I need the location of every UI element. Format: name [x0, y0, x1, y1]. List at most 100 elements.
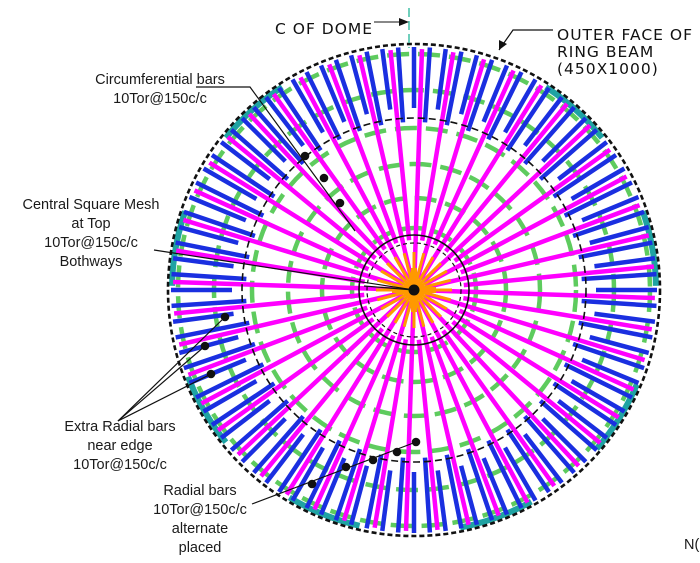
radial-bar [403, 301, 416, 531]
extra-radial-bar [175, 320, 250, 340]
arrowhead [499, 40, 507, 50]
extra-radial-bar [594, 256, 656, 269]
central-mesh-leader [153, 249, 415, 291]
radial-bar [200, 293, 405, 406]
radial-bar [418, 84, 544, 282]
extra-bars-limit-circle [241, 117, 587, 463]
radial-bar [453, 147, 612, 263]
radial-bars-leader [251, 441, 417, 505]
extra-radial-bars-label-line2: near edge [87, 438, 153, 454]
leader-dot [200, 341, 210, 351]
circumferential-bars-label-line1: Circumferential bars [95, 72, 225, 88]
extra-radial-bar [183, 209, 256, 239]
radial-bar [341, 300, 413, 522]
radial-bar [432, 69, 516, 246]
extra-radial-bar [503, 78, 538, 134]
extra-radial-bar [188, 194, 247, 223]
extra-radial-bar [364, 51, 384, 126]
circumferential-leader [196, 86, 356, 232]
extra-radial-bar [229, 399, 290, 452]
extra-radial-leader [117, 316, 226, 422]
leader-dot [392, 447, 402, 457]
corner-text: N( [684, 537, 700, 553]
extra-radial-bar [465, 59, 495, 132]
extra-radial-bar [172, 256, 234, 269]
extra-radial-bar [202, 166, 258, 201]
extra-radial-bar [589, 334, 650, 356]
extra-radial-bar [277, 428, 323, 494]
radial-bar [312, 334, 396, 511]
mesh-bar [416, 269, 448, 290]
outer-face-leader [498, 29, 553, 51]
extra-radial-bar [523, 414, 576, 475]
extra-radial-bar [435, 470, 448, 532]
radial-bar [414, 301, 471, 526]
extra-radial-bar [523, 105, 576, 166]
leader-dot [319, 173, 329, 183]
radial-bar [424, 291, 646, 363]
mesh-bar [386, 262, 413, 289]
mesh-bar [380, 269, 412, 290]
mesh-bar [380, 290, 412, 311]
ring-beam-outer-face [166, 42, 662, 538]
extra-radial-bar [557, 140, 609, 181]
radial-bar [423, 174, 628, 287]
radial-bar [193, 188, 370, 272]
extra-radial-bar [195, 362, 265, 400]
extra-radial-bar [541, 116, 588, 163]
radial-bar [236, 296, 407, 457]
radial-bars-label-line4: placed [178, 540, 222, 556]
extra-radial-bar [552, 153, 618, 199]
extra-radial-bar [541, 417, 588, 464]
radial-bar [441, 329, 557, 488]
extra-radial-bar [240, 116, 287, 163]
extra-radial-bar [333, 448, 363, 521]
extra-radial-leader [117, 373, 212, 422]
leader-dot [411, 437, 421, 447]
extra-radial-bar [348, 54, 370, 115]
extra-radial-bar [570, 166, 626, 201]
extra-radial-bar [581, 357, 640, 386]
central-mesh-label-line2: at Top [71, 216, 111, 232]
extra-radial-bar [486, 71, 524, 141]
extra-radial-bar [290, 446, 325, 502]
circumferential-bar [319, 195, 509, 385]
radial-bar [443, 102, 569, 253]
extra-radial-bars-label-line1: Extra Radial bars [64, 419, 176, 435]
radial-bar [216, 317, 375, 433]
extra-radial-bar [581, 271, 657, 282]
extra-radial-bar [552, 381, 618, 427]
radial-bar [182, 217, 404, 289]
extra-radial-bar [229, 128, 290, 181]
leader-dot [368, 455, 378, 465]
mesh-bar [414, 256, 435, 288]
extra-radial-bar [219, 140, 271, 181]
radial-bar [417, 299, 530, 504]
radial-bar [415, 58, 487, 280]
hoop-bar [639, 210, 659, 286]
extra-radial-bar [364, 454, 384, 529]
extra-radial-bar [395, 457, 406, 533]
extra-radial-bar [458, 465, 480, 526]
extra-radial-bar [581, 194, 640, 223]
extra-radial-bar [318, 64, 347, 123]
extra-radial-bar [481, 457, 510, 516]
hoop-bar [594, 383, 640, 451]
radial-bar [173, 279, 403, 292]
central-mesh-leader [363, 285, 415, 291]
extra-radial-bar [594, 311, 656, 324]
extra-radial-bar [578, 320, 653, 340]
extra-radial-bar [570, 379, 626, 414]
extra-radial-bar [202, 379, 258, 414]
outer-face-label-line3: (450X1000) [557, 60, 659, 78]
radial-bar [420, 297, 581, 468]
extra-radial-bar [252, 105, 305, 166]
extra-radial-bar [563, 362, 633, 400]
extra-radial-bar [505, 428, 551, 494]
extra-radial-bar [422, 457, 433, 533]
central-square-mesh [376, 252, 452, 328]
radial-bar [178, 290, 403, 347]
extra-radial-bar [240, 417, 287, 464]
radial-bar [298, 76, 411, 281]
extra-radial-bar [435, 48, 448, 110]
